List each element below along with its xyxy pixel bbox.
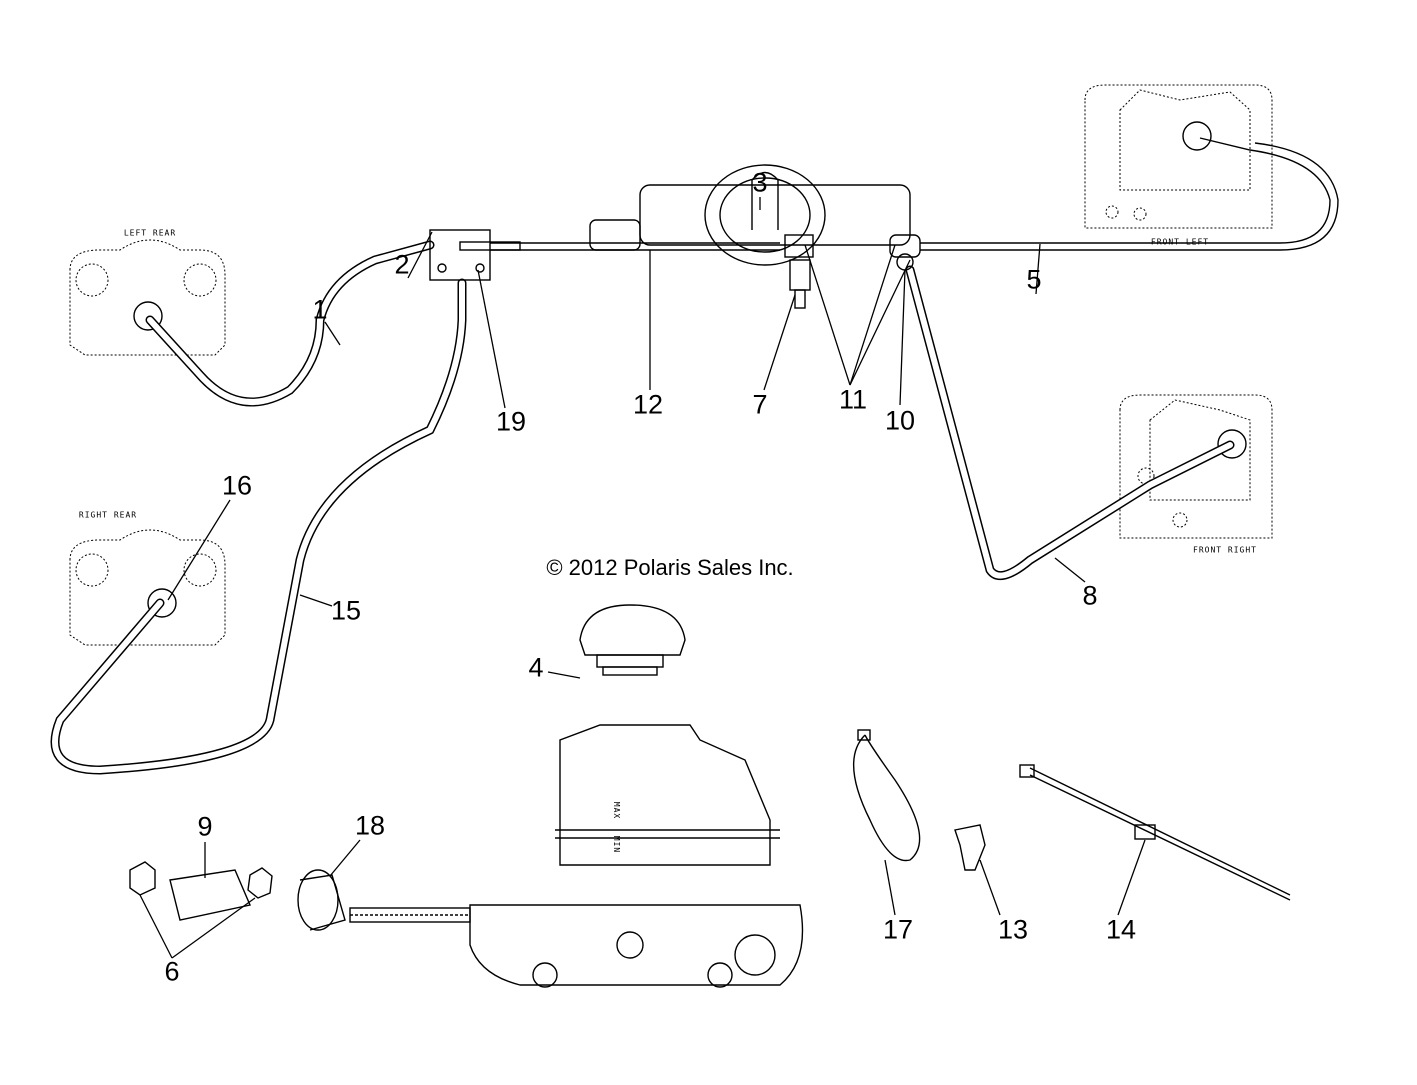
callout-18: 18: [354, 810, 386, 841]
callout-1: 1: [312, 294, 328, 325]
label-front-left: FRONT LEFT: [1150, 237, 1210, 247]
callout-4: 4: [528, 652, 544, 683]
callout-14: 14: [1105, 914, 1137, 945]
callout-16: 16: [221, 470, 253, 501]
callout-3: 3: [752, 167, 768, 198]
label-left-rear: LEFT REAR: [123, 228, 177, 238]
reservoir-min-mark: MIN: [612, 835, 622, 854]
left-rear-caliper: [69, 239, 226, 356]
label-right-rear: RIGHT REAR: [78, 510, 138, 520]
callout-5: 5: [1026, 264, 1042, 295]
label-front-right: FRONT RIGHT: [1193, 545, 1257, 555]
reservoir-cap: [579, 604, 686, 676]
brake-lines: [50, 137, 1339, 775]
callout-17: 17: [882, 914, 914, 945]
callout-7: 7: [752, 389, 768, 420]
callout-13: 13: [997, 914, 1029, 945]
callout-12: 12: [632, 389, 664, 420]
copyright-notice: © 2012 Polaris Sales Inc.: [546, 555, 794, 580]
junction-block: [429, 229, 491, 281]
callout-15: 15: [330, 595, 362, 626]
callout-19: 19: [495, 406, 527, 437]
callout-2: 2: [394, 249, 410, 280]
reservoir-max-mark: MAX: [612, 801, 622, 820]
front-left-caliper: [1084, 84, 1273, 229]
callout-6: 6: [164, 956, 180, 987]
right-rear-caliper: [69, 529, 226, 646]
callout-11: 11: [838, 384, 868, 415]
callout-9: 9: [197, 811, 213, 842]
cable-ties: [853, 729, 1291, 901]
callout-8: 8: [1082, 580, 1098, 611]
clevis-and-nuts: [129, 861, 273, 921]
leader-lines: [139, 197, 1146, 959]
boot: [297, 869, 346, 931]
callout-10: 10: [884, 405, 916, 436]
master-cylinder: [349, 724, 804, 988]
master-cylinder-assembly-top: [459, 164, 921, 309]
